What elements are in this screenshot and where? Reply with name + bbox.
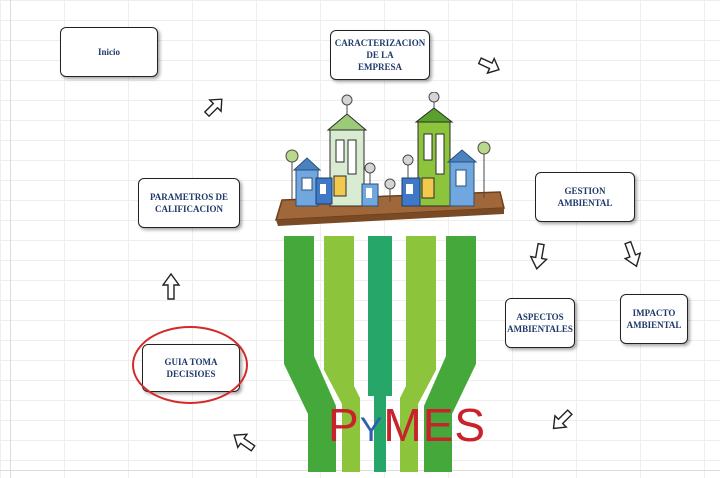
- node-parametros-label: PARAMETROS DE CALIFICACION: [149, 192, 229, 214]
- arrow-icon: [552, 409, 573, 430]
- arrow-icon: [623, 240, 642, 268]
- node-aspectos-ambientales[interactable]: ASPECTOS AMBIENTALES: [505, 298, 575, 348]
- pymes-logo: PYMES: [328, 400, 486, 455]
- arrow-icon: [161, 272, 181, 300]
- pillars-graphic: [284, 236, 476, 472]
- node-gestion-ambiental-label: GESTION AMBIENTAL: [557, 186, 613, 208]
- arrow-icon: [233, 433, 256, 452]
- node-parametros[interactable]: PARAMETROS DE CALIFICACION: [138, 178, 240, 228]
- city-illustration: [274, 92, 505, 226]
- highlight-circle: [132, 326, 248, 404]
- node-inicio[interactable]: Inicio: [60, 27, 158, 77]
- node-impacto-ambiental-label: IMPACTO AMBIENTAL: [626, 308, 682, 330]
- sheet-left-border: [10, 0, 11, 478]
- logo-letters-mes: MES: [383, 399, 487, 451]
- arrow-icon: [203, 98, 223, 118]
- node-impacto-ambiental[interactable]: IMPACTO AMBIENTAL: [620, 294, 688, 344]
- logo-letter-y: Y: [359, 411, 384, 449]
- arrow-icon: [529, 242, 549, 270]
- node-inicio-label: Inicio: [97, 47, 120, 57]
- node-caracterizacion-label: CARACTERIZACION DE LA EMPRESA: [334, 38, 426, 72]
- node-aspectos-ambientales-label: ASPECTOS AMBIENTALES: [507, 312, 573, 334]
- arrow-icon: [477, 56, 500, 75]
- logo-letter-p: P: [328, 399, 360, 451]
- node-caracterizacion[interactable]: CARACTERIZACION DE LA EMPRESA: [330, 30, 430, 80]
- node-gestion-ambiental[interactable]: GESTION AMBIENTAL: [535, 172, 635, 222]
